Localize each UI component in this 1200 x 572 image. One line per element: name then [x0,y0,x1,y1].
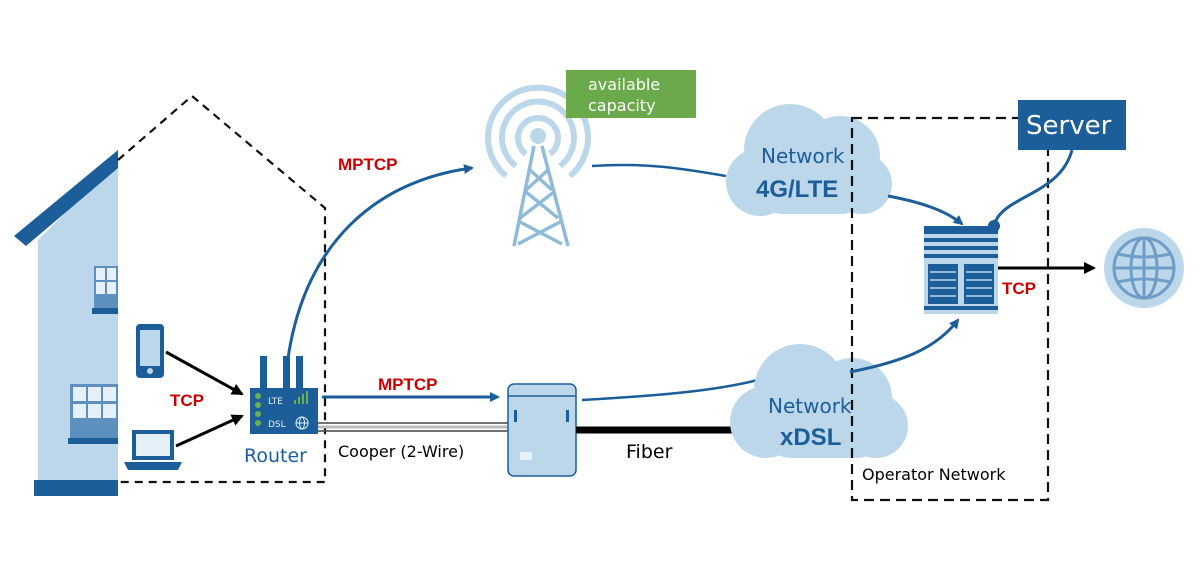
router-icon: LTE DSL [250,356,318,434]
mptcp-bottom-label: MPTCP [378,375,438,394]
street-cabinet-icon [507,383,577,477]
router-globe-icon [295,416,309,430]
laptop-icon [124,430,182,470]
dsl-network-label-1: Network [768,394,852,418]
cell-tower-icon [485,84,591,247]
tower-to-lte-line [591,163,727,178]
laptop-to-router-arrow [175,414,244,448]
phone-icon [136,324,164,378]
server-cable-connector [988,220,1000,232]
dsl-network-cloud: Network xDSL [730,344,908,458]
available-capacity-line1: available [588,75,660,94]
dsl-to-aggregator-arrow [849,318,960,374]
dsl-network-label-2: xDSL [780,424,841,451]
operator-network-label: Operator Network [862,465,1006,484]
mptcp-router-to-tower-arrow [284,164,474,375]
tcp-devices-label: TCP [170,391,204,410]
copper-cable [318,422,510,432]
available-capacity-line2: capacity [588,96,656,115]
house-window-bottom [68,384,118,444]
server-cable [992,149,1074,227]
server-box: Server [1018,100,1126,150]
lte-to-aggregator-arrow [887,194,964,226]
aggregation-server-icon [924,226,998,314]
router-dsl-label: DSL [268,420,286,430]
house-dashed-outline [117,94,327,484]
tcp-internet-label: TCP [1002,279,1036,298]
phone-to-router-arrow [165,350,244,396]
router-label: Router [244,445,307,467]
house [14,94,327,496]
mptcp-top-label: MPTCP [338,155,398,174]
fiber-label: Fiber [626,441,673,463]
router-lte-label: LTE [268,397,283,407]
lte-network-cloud: Network 4G/LTE [726,104,892,216]
available-capacity-box: available capacity [566,70,696,118]
lte-network-label-1: Network [761,144,845,168]
cooper-label: Cooper (2-Wire) [338,442,464,461]
internet-globe-icon [1104,228,1184,308]
server-label: Server [1026,111,1112,141]
house-window-top [92,266,118,314]
lte-network-label-2: 4G/LTE [756,176,838,203]
cabinet-to-dsl-line [581,378,759,402]
operator-network-boundary [850,116,1050,502]
